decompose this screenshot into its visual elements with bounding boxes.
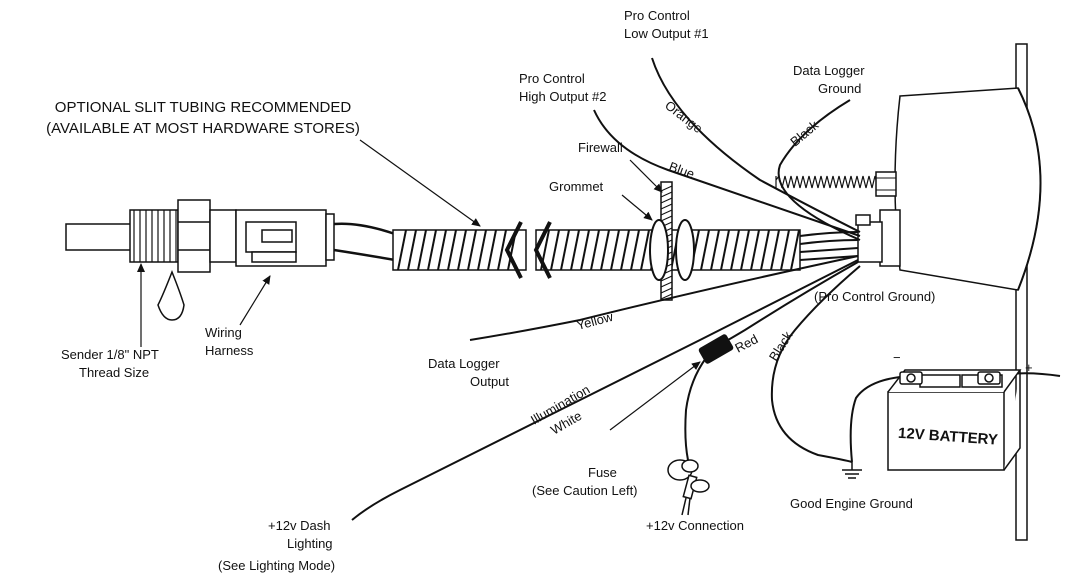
wire-label-yellow: Yellow <box>575 309 615 333</box>
data-logger-ground-label-line1: Data Logger <box>793 63 865 78</box>
wire-label-orange: Orange <box>662 98 705 137</box>
pro-high-label-line1: Pro Control <box>519 71 585 86</box>
wire-black-bottom <box>770 265 861 463</box>
sender <box>65 199 237 321</box>
pro-low-label-line1: Pro Control <box>624 8 690 23</box>
negative-sign: − <box>893 350 901 365</box>
wire-label-black-top: Black <box>787 117 821 149</box>
tubing-break-icon <box>504 221 552 279</box>
harness-wires <box>333 222 396 262</box>
wire-white <box>351 259 859 521</box>
data-logger-output-label-line2: Output <box>470 374 509 389</box>
wire-yellow <box>469 255 859 341</box>
wire-battery-negative <box>849 375 913 463</box>
wire-black-top <box>777 99 861 241</box>
fuse-icon <box>698 334 734 364</box>
engine-ground-label: Good Engine Ground <box>790 496 913 511</box>
battery-label: 12V BATTERY <box>897 425 998 449</box>
battery <box>887 369 1022 471</box>
key-switch-icon <box>667 459 710 516</box>
gauge-connector <box>857 221 883 263</box>
firewall-arrow <box>629 159 663 193</box>
grommet-label: Grommet <box>549 179 604 194</box>
gauge-mounting-panel <box>1015 43 1028 541</box>
harness-label-line1: Wiring <box>205 325 242 340</box>
sender-label-line1: Sender 1/8" NPT <box>61 347 159 362</box>
leader-lines <box>137 139 701 431</box>
fuse-arrow <box>609 361 701 431</box>
sender-threads <box>129 209 179 263</box>
wire-label-blue: Blue <box>667 159 697 182</box>
sender-label-line2: Thread Size <box>79 365 149 380</box>
sender-probe <box>65 223 133 251</box>
tubing-label-line2: (AVAILABLE AT MOST HARDWARE STORES) <box>46 120 360 137</box>
harness-arrow <box>239 275 271 326</box>
dash-lighting-label-line1: +12v Dash <box>268 518 331 533</box>
wire-red <box>727 261 859 341</box>
grommet-arrow <box>621 194 653 221</box>
grommet <box>649 219 695 281</box>
harness-connector <box>235 209 335 267</box>
dash-lighting-label-line2: Lighting <box>287 536 333 551</box>
tubing-label-line1: OPTIONAL SLIT TUBING RECOMMENDED <box>55 99 352 116</box>
harness-label-line2: Harness <box>205 343 254 358</box>
slit-tubing-left <box>392 229 527 271</box>
positive-sign: + <box>1025 360 1033 375</box>
wire-fuse-to-connection <box>684 357 707 461</box>
fuse-label-line2: (See Caution Left) <box>532 483 638 498</box>
data-logger-ground-label-line2: Ground <box>818 81 861 96</box>
labels: OPTIONAL SLIT TUBING RECOMMENDED (AVAILA… <box>46 8 1032 573</box>
pro-high-label-line2: High Output #2 <box>519 89 606 104</box>
wire-orange <box>651 57 861 233</box>
wire-blue <box>593 109 861 237</box>
gauge-mounting-bolt <box>775 171 897 197</box>
firewall-label: Firewall <box>578 140 623 155</box>
connection-label: +12v Connection <box>646 518 744 533</box>
battery-terminal-positive <box>977 371 1001 385</box>
data-logger-output-label-line1: Data Logger <box>428 356 500 371</box>
battery-terminal-negative <box>899 371 923 385</box>
pro-low-label-line2: Low Output #1 <box>624 26 709 41</box>
gauge-connector-housing <box>879 209 901 267</box>
gauge <box>855 43 1042 541</box>
gauge-body <box>894 87 1042 291</box>
pro-control-ground-label: (Pro Control Ground) <box>814 289 935 304</box>
fuse-label-line1: Fuse <box>588 465 617 480</box>
fluid-drop-icon <box>157 269 185 321</box>
wire-bundle <box>799 231 859 261</box>
tubing-arrow <box>359 139 481 227</box>
ground-icon <box>842 462 862 479</box>
dash-lighting-label-line3: (See Lighting Mode) <box>218 558 335 573</box>
sender-hex-nut <box>177 199 211 273</box>
